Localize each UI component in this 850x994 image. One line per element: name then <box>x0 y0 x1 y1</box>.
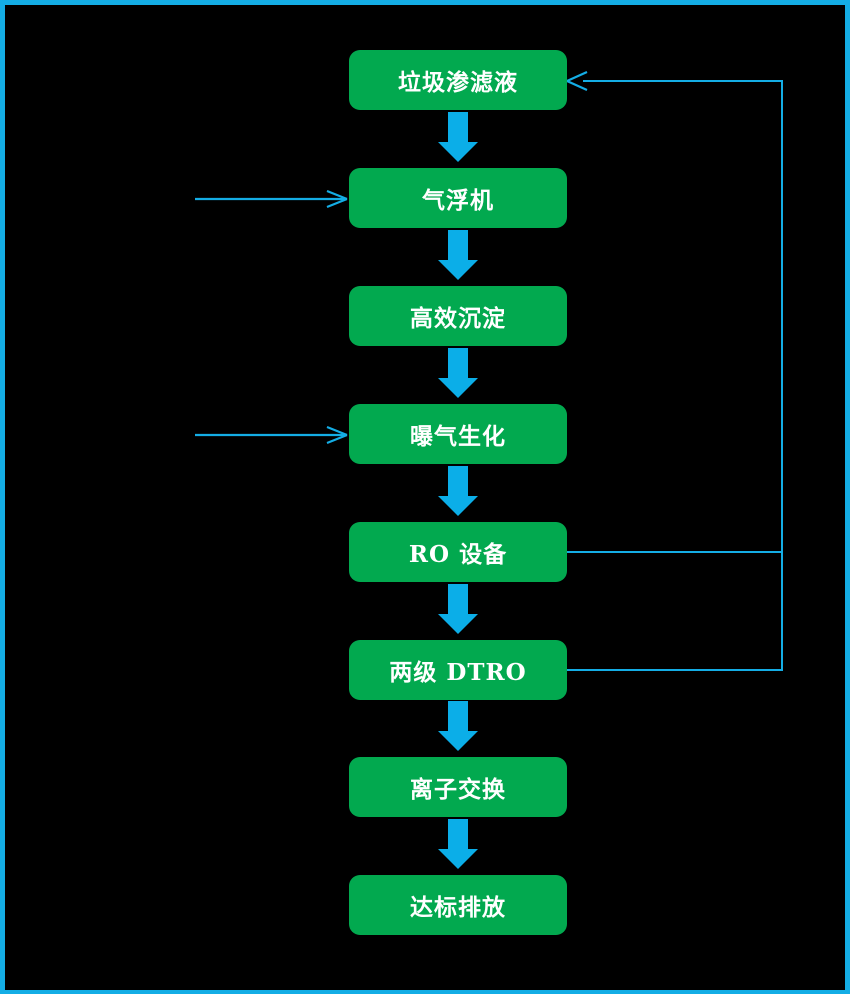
dtro-return-horizontal-line <box>565 669 783 671</box>
flow-arrow-leachate-to-flotation-icon <box>438 112 478 162</box>
flow-arrow-aeration-to-ro-icon <box>438 466 478 516</box>
flow-arrow-flotation-to-sediment-icon <box>438 230 478 280</box>
flow-arrow-dtro-to-ionexchange-icon <box>438 701 478 751</box>
flow-arrow-ionexchange-to-discharge-icon <box>438 819 478 869</box>
node-leachate[interactable]: 垃圾渗滤液 <box>349 50 567 110</box>
node-ro[interactable]: RO 设备 <box>349 522 567 582</box>
recycle-vertical-line <box>781 80 783 671</box>
flow-arrow-sediment-to-aeration-icon <box>438 348 478 398</box>
ro-return-horizontal-line <box>565 551 783 553</box>
node-ionexchange[interactable]: 离子交换 <box>349 757 567 817</box>
node-sediment[interactable]: 高效沉淀 <box>349 286 567 346</box>
recycle-top-horizontal-line <box>583 80 783 82</box>
flow-arrow-ro-to-dtro-icon <box>438 584 478 634</box>
input-arrow-to-flotation-icon <box>195 189 349 209</box>
node-discharge[interactable]: 达标排放 <box>349 875 567 935</box>
node-dtro[interactable]: 两级 DTRO <box>349 640 567 700</box>
node-aeration[interactable]: 曝气生化 <box>349 404 567 464</box>
recycle-arrowhead-icon <box>565 70 589 92</box>
node-flotation[interactable]: 气浮机 <box>349 168 567 228</box>
input-arrow-to-aeration-icon <box>195 425 349 445</box>
